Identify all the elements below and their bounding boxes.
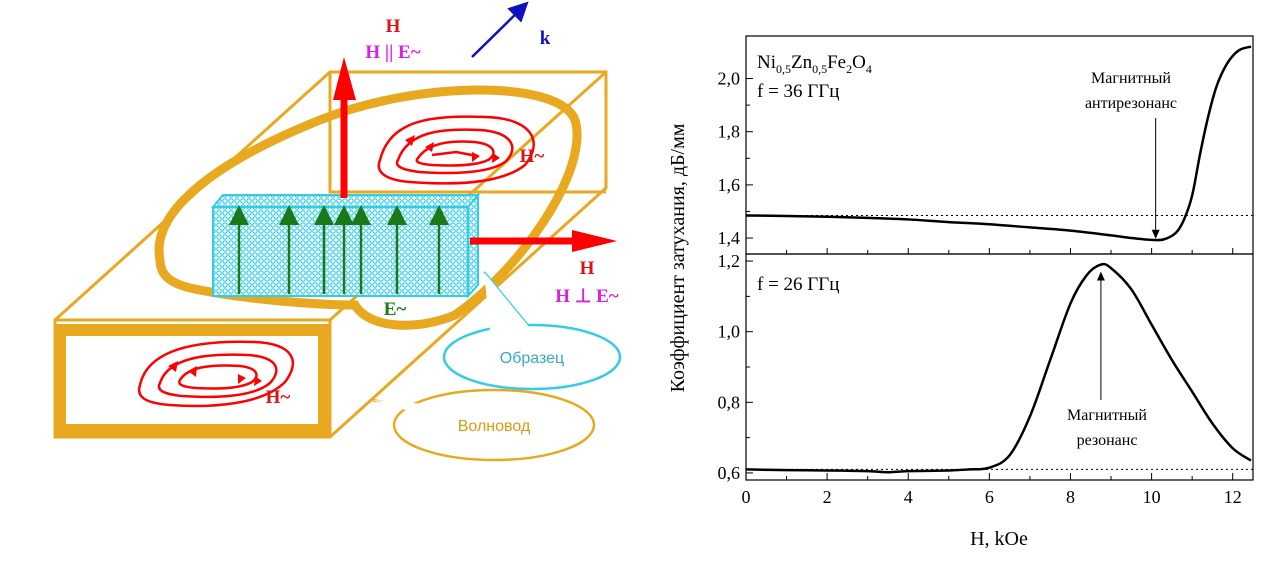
e-field-arrows bbox=[229, 205, 449, 294]
y-tick-label-top: 1,6 bbox=[718, 175, 741, 195]
x-tick-label: 8 bbox=[1066, 487, 1075, 507]
chart-y-axis-title: Коэффициент затухания, дБ/мм bbox=[667, 123, 689, 392]
label-h-ac-top: H~ bbox=[520, 146, 545, 167]
y-tick-label-top: 1,4 bbox=[718, 228, 741, 248]
label-h-right: H bbox=[580, 258, 595, 279]
label-e-field: E~ bbox=[384, 299, 407, 320]
h-perpendicular-arrow bbox=[470, 230, 617, 252]
x-tick-label: 10 bbox=[1143, 487, 1161, 507]
chart-panel-26ghz: 0,6 0,8 1,0 1,2 bbox=[718, 251, 1253, 483]
chart-x-axis-title: H, kOe bbox=[970, 528, 1028, 550]
y-tick-label-bottom: 0,8 bbox=[718, 392, 741, 412]
x-tick-label: 2 bbox=[823, 487, 832, 507]
label-h-top: H bbox=[386, 16, 401, 37]
k-vector-arrow bbox=[471, 1, 529, 58]
h-parallel-arrow bbox=[333, 57, 356, 198]
formula-element: Fe bbox=[827, 52, 846, 73]
y-tick-label-top: 1,8 bbox=[718, 122, 741, 142]
antiresonance-label-line2: антирезонанс bbox=[1085, 95, 1177, 112]
h-ac-loops-bottom bbox=[137, 340, 294, 408]
resonance-label-line1: Магнитный bbox=[1067, 407, 1147, 424]
h-ac-loop-arrowheads-top bbox=[405, 135, 500, 163]
label-h-parallel-e: H || E~ bbox=[365, 42, 420, 63]
label-k: k bbox=[540, 28, 551, 49]
label-h-ac-bottom: H~ bbox=[266, 387, 291, 408]
label-h-perp-e: H ⊥ E~ bbox=[555, 286, 619, 307]
x-tick-label: 4 bbox=[904, 487, 913, 507]
h-ac-loop-arrowheads-bottom bbox=[168, 361, 262, 386]
series-line-bottom bbox=[745, 262, 1252, 474]
formula-element: Zn bbox=[791, 52, 813, 73]
formula-label: Ni0,5Zn0,5Fe2O4 bbox=[757, 52, 872, 76]
formula-subscript: 0,5 bbox=[812, 62, 827, 76]
formula-subscript: 2 bbox=[846, 62, 852, 76]
h-ac-loops-top bbox=[377, 115, 535, 185]
formula-subscript: 4 bbox=[866, 62, 872, 76]
y-tick-label-bottom: 1,0 bbox=[718, 322, 741, 342]
formula-element: O bbox=[852, 52, 866, 73]
x-tick-label: 12 bbox=[1224, 487, 1242, 507]
y-tick-label-bottom: 0,6 bbox=[718, 463, 741, 483]
chart-panel-36ghz: 1,4 1,6 1,8 2,0 bbox=[718, 45, 1253, 248]
frequency-label-36ghz: f = 36 ГГц bbox=[757, 81, 839, 102]
x-tick-label: 6 bbox=[985, 487, 994, 507]
waveguide-diagram: Образец Волновод H H || E~ k H H ⊥ E~ E~… bbox=[53, 1, 622, 462]
sample-callout: Образец bbox=[442, 271, 622, 391]
sample-callout-text: Образец bbox=[500, 350, 564, 367]
x-tick-label: 0 bbox=[742, 487, 751, 507]
formula-subscript: 0,5 bbox=[776, 62, 791, 76]
waveguide-callout-text: Волновод bbox=[458, 418, 531, 435]
antiresonance-label-line1: Магнитный bbox=[1091, 70, 1171, 87]
formula-element: Ni bbox=[757, 52, 776, 73]
frequency-label-26ghz: f = 26 ГГц bbox=[757, 274, 839, 295]
waveguide-field-loop bbox=[154, 85, 582, 330]
series-line-top bbox=[745, 45, 1252, 242]
y-tick-label-top: 2,0 bbox=[718, 69, 741, 89]
waveguide-front-face bbox=[54, 324, 330, 436]
waveguide-callout: Волновод bbox=[371, 388, 596, 462]
resonance-label-line2: резонанс bbox=[1077, 432, 1138, 449]
y-tick-label-bottom: 1,2 bbox=[718, 251, 741, 271]
chart-x-axis: 0 2 4 6 8 10 12 bbox=[742, 248, 1242, 507]
